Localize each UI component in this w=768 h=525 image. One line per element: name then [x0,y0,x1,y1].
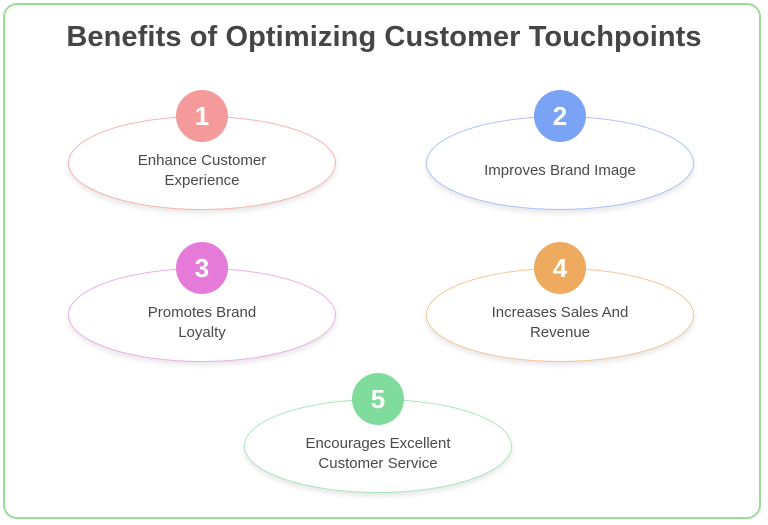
number-badge-5: 5 [352,373,404,425]
benefit-label-5: Encourages Excellent Customer Service [305,435,451,472]
number-badge-1: 1 [176,90,228,142]
benefit-item-1: 1 Enhance Customer Experience [68,90,340,214]
benefit-item-5: 5 Encourages Excellent Customer Service [244,373,516,497]
benefit-item-2: 2 Improves Brand Image [426,90,698,214]
number-badge-3: 3 [176,242,228,294]
number-badge-2: 2 [534,90,586,142]
number-badge-4: 4 [534,242,586,294]
benefit-item-3: 3 Promotes Brand Loyalty [68,242,340,366]
benefit-label-4: Increases Sales And Revenue [491,304,629,341]
benefit-item-4: 4 Increases Sales And Revenue [426,242,698,366]
benefit-label-3: Promotes Brand Loyalty [147,304,257,341]
benefit-label-2: Improves Brand Image [484,162,636,179]
benefit-label-1: Enhance Customer Experience [137,152,267,189]
page-title: Benefits of Optimizing Customer Touchpoi… [66,21,702,53]
